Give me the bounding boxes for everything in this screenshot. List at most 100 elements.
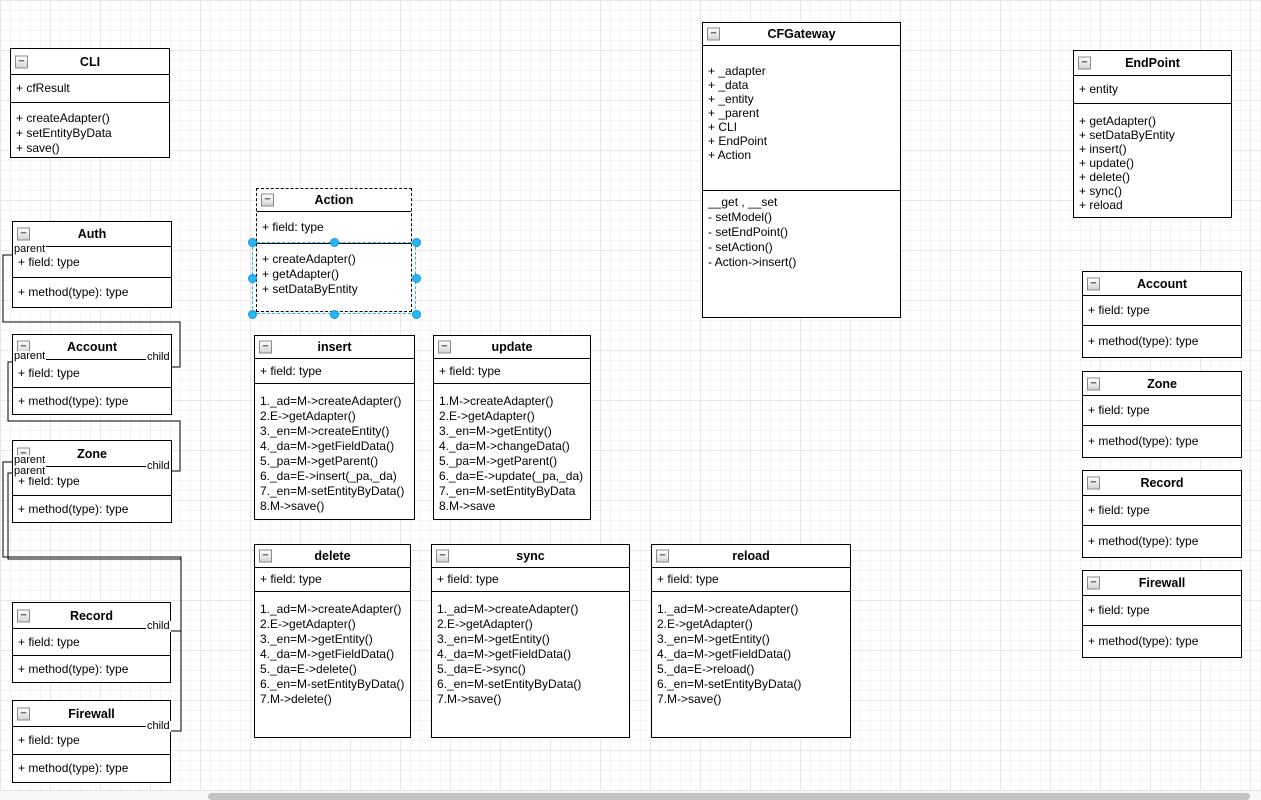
edge-label-parent[interactable]: parent [13,350,47,362]
method-row[interactable]: 4._da=M->getFieldData() [437,647,572,661]
class-title-bar[interactable]: − delete [255,545,410,568]
class-title-bar[interactable]: − Action [257,189,411,212]
selection-handle-n[interactable] [330,238,339,247]
field-row[interactable]: + field: type [18,366,80,380]
connector-account-zone[interactable] [7,361,181,472]
collapse-icon[interactable]: − [1087,277,1100,290]
field-row[interactable]: + field: type [260,572,322,586]
edge-label-parent[interactable]: parent [13,454,47,466]
class-firewall-left[interactable]: − Firewall + field: type + method(type):… [12,700,171,783]
field-row[interactable]: + field: type [657,572,719,586]
method-row[interactable]: 7.M->save() [437,692,502,706]
method-row[interactable]: + method(type): type [18,761,129,775]
class-zone-left[interactable]: − Zone + field: type + method(type): typ… [12,440,172,523]
method-row[interactable]: 2.E->getAdapter() [439,409,535,423]
selection-handle-s[interactable] [330,310,339,319]
method-row[interactable]: 7.M->delete() [260,692,332,706]
connector-auth-account[interactable] [2,254,181,368]
method-row[interactable]: 7._en=M-setEntityByData() [260,484,405,498]
collapse-icon[interactable]: − [656,549,669,563]
selection-handle-se[interactable] [412,310,421,319]
class-update[interactable]: − update + field: type 1.M->createAdapte… [433,335,591,520]
method-row[interactable]: 2.E->getAdapter() [657,617,753,631]
collapse-icon[interactable]: − [438,340,451,354]
edge-label-child[interactable]: child [146,620,171,632]
class-title-bar[interactable]: − Account [1083,272,1241,296]
collapse-icon[interactable]: − [17,227,30,241]
field-row[interactable]: + field: type [18,733,80,747]
method-row[interactable]: + getAdapter() [262,267,340,281]
method-row[interactable]: 5._pa=M->getParent() [260,454,379,468]
method-row[interactable]: + delete() [1079,170,1131,184]
class-sync[interactable]: − sync + field: type 1._ad=M->createAdap… [431,544,630,738]
collapse-icon[interactable]: − [15,55,28,68]
selection-handle-sw[interactable] [248,310,257,319]
method-row[interactable]: 2.E->getAdapter() [260,617,356,631]
field-row[interactable]: + field: type [262,220,324,234]
method-row[interactable]: + sync() [1079,184,1123,198]
method-row[interactable]: + method(type): type [18,393,129,408]
selection-handle-ne[interactable] [412,238,421,247]
method-row[interactable]: 4._da=M->getFieldData() [260,439,395,453]
method-row[interactable]: 6._da=E->update(_pa,_da) [439,469,584,483]
field-row[interactable]: + Action [708,148,752,162]
field-row[interactable]: + field: type [18,254,80,269]
collapse-icon[interactable]: − [436,549,449,563]
method-row[interactable]: - setEndPoint() [708,225,789,239]
methods-section[interactable]: + createAdapter() + getAdapter() + setDa… [257,244,411,311]
method-row[interactable]: 2.E->getAdapter() [260,409,356,423]
field-row[interactable]: + field: type [260,363,322,378]
field-row[interactable]: + field: type [1088,303,1150,317]
method-row[interactable]: 8.M->save() [260,499,325,513]
field-row[interactable]: + _data [708,78,749,92]
method-row[interactable]: + method(type): type [18,661,129,676]
class-title-bar[interactable]: − reload [652,545,850,568]
method-row[interactable]: 3._en=M->getEntity() [260,632,373,646]
selection-handle-w[interactable] [248,274,257,283]
class-zone-right[interactable]: − Zone + field: type + method(type): typ… [1082,371,1242,458]
method-row[interactable]: 5._da=E->sync() [437,662,526,676]
field-row[interactable]: + field: type [18,634,80,649]
class-title-bar[interactable]: − Record [13,603,170,629]
method-row[interactable]: 3._en=M->getEntity() [437,632,550,646]
method-row[interactable]: 6._en=M-setEntityByData() [260,677,405,691]
class-delete[interactable]: − delete + field: type 1._ad=M->createAd… [254,544,411,738]
field-row[interactable]: + field: type [1088,603,1150,617]
collapse-icon[interactable]: − [17,609,30,622]
method-row[interactable]: 2.E->getAdapter() [437,617,533,631]
class-title-bar[interactable]: − Record [1083,471,1241,496]
field-row[interactable]: + entity [1079,82,1119,96]
collapse-icon[interactable]: − [259,549,272,563]
edge-label-child[interactable]: child [146,460,171,472]
edge-label-parent[interactable]: parent [13,243,47,255]
class-title-bar[interactable]: − EndPoint [1074,51,1231,76]
edge-label-child[interactable]: child [146,720,171,732]
collapse-icon[interactable]: − [1087,576,1100,590]
method-row[interactable]: + setEntityByData [16,126,112,140]
class-title-bar[interactable]: − insert [255,336,414,359]
class-title-bar[interactable]: − CLI [11,49,169,75]
class-cfgateway[interactable]: − CFGateway + _adapter + _data + _entity… [702,22,901,318]
connector-zone-firewall[interactable] [7,472,182,732]
field-row[interactable]: + field: type [439,363,501,378]
collapse-icon[interactable]: − [17,707,30,720]
method-row[interactable]: - setAction() [708,240,773,254]
class-auth[interactable]: − Auth + field: type + method(type): typ… [12,221,172,308]
collapse-icon[interactable]: − [17,340,30,354]
class-title-bar[interactable]: − Firewall [13,701,170,727]
method-row[interactable]: __get , __set [708,195,778,209]
class-record-right[interactable]: − Record + field: type + method(type): t… [1082,470,1242,558]
method-row[interactable]: 6._en=M-setEntityByData() [437,677,582,691]
class-title-bar[interactable]: − update [434,336,590,359]
method-row[interactable]: + method(type): type [1088,334,1199,348]
method-row[interactable]: 5._da=E->reload() [657,662,755,676]
method-row[interactable]: 1._ad=M->createAdapter() [657,602,799,616]
class-endpoint[interactable]: − EndPoint + entity + getAdapter() + set… [1073,50,1232,218]
field-row[interactable]: + field: type [18,473,80,488]
method-row[interactable]: 7._en=M-setEntityByData [439,484,576,498]
class-firewall-right[interactable]: − Firewall + field: type + method(type):… [1082,570,1242,658]
field-row[interactable]: + _parent [708,106,760,120]
method-row[interactable]: - Action->insert() [708,255,797,269]
method-row[interactable]: 5._da=E->delete() [260,662,357,676]
collapse-icon[interactable]: − [1087,476,1100,490]
